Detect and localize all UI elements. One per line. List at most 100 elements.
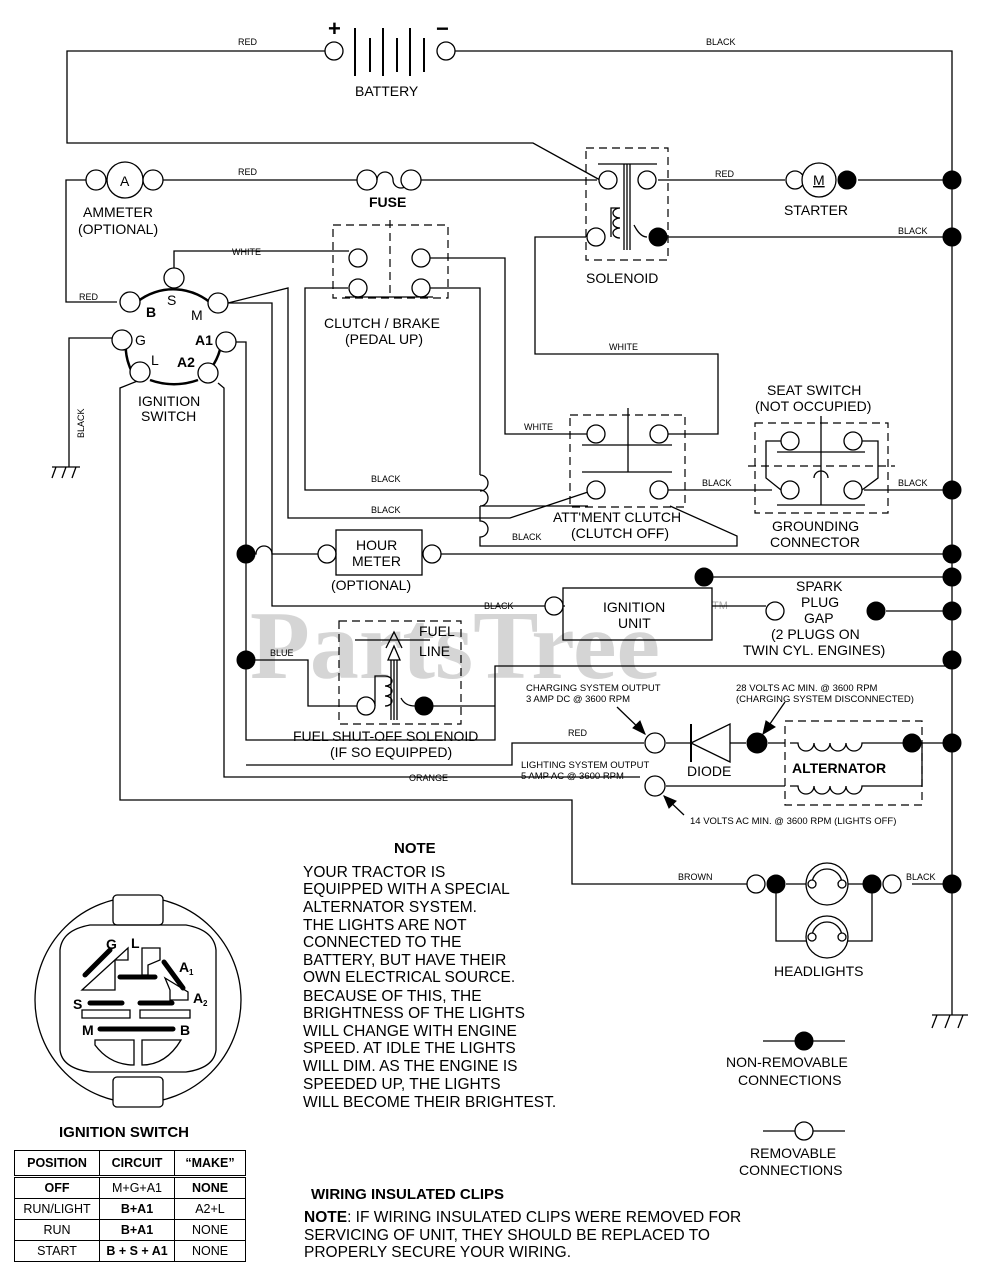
fuel-shutoff-solenoid: FUEL LINE FUEL SHUT-OFF SOLENOID (IF SO …	[293, 620, 478, 760]
note-line: SPEEDED UP, THE LIGHTS	[303, 1076, 501, 1093]
hour-meter-label: HOUR	[356, 537, 397, 553]
ammeter-optional-label: (OPTIONAL)	[78, 221, 158, 237]
cell-make: A2+L	[174, 1198, 246, 1220]
ammeter: A AMMETER (OPTIONAL)	[78, 161, 164, 237]
ignition-unit: IGNITION UNIT	[544, 587, 713, 641]
switch-detail-l: L	[131, 935, 140, 951]
clutch-brake-sublabel: (PEDAL UP)	[345, 331, 423, 347]
fuel-line-label: FUEL	[419, 623, 455, 639]
cell-make: NONE	[174, 1219, 246, 1241]
switch-detail-a2-sub: 2	[203, 999, 208, 1008]
cell-position: START	[14, 1240, 100, 1262]
wire-label: BLUE	[270, 648, 294, 658]
note-line: WILL BECOME THEIR BRIGHTEST.	[303, 1094, 556, 1111]
switch-detail-s: S	[73, 996, 82, 1012]
legend-non-removable-label: NON-REMOVABLE	[726, 1054, 848, 1070]
wire-label: WHITE	[609, 342, 638, 352]
headlights-label: HEADLIGHTS	[774, 963, 863, 979]
wire-label: BLACK	[76, 408, 86, 438]
terminal-s	[163, 267, 185, 289]
note-line: OWN ELECTRICAL SOURCE.	[303, 969, 515, 986]
cell-circuit: M+G+A1	[99, 1176, 175, 1199]
hour-meter-optional-label: (OPTIONAL)	[331, 577, 411, 593]
terminal-m	[207, 292, 229, 314]
wire-label: RED	[238, 167, 258, 177]
legend-non-removable-label-2: CONNECTIONS	[738, 1072, 841, 1088]
wires	[65, 50, 953, 1015]
column-header-position: POSITION	[14, 1150, 100, 1178]
note-title: NOTE	[394, 840, 436, 857]
ammeter-label: AMMETER	[83, 204, 153, 220]
switch-detail-title: IGNITION SWITCH	[59, 1124, 189, 1141]
alternator: ALTERNATOR	[784, 720, 923, 806]
legend: NON-REMOVABLE CONNECTIONS REMOVABLE CONN…	[726, 1031, 848, 1178]
volts-28-note: 28 VOLTS AC MIN. @ 3600 RPM	[736, 683, 878, 694]
solenoid: SOLENOID	[585, 147, 669, 286]
wire-label: WHITE	[232, 247, 261, 257]
clips-note-line-2: SERVICING OF UNIT, THEY SHOULD BE REPLAC…	[304, 1227, 710, 1244]
switch-detail-g: G	[106, 936, 117, 952]
terminal-b	[119, 291, 141, 313]
removable-connection-icon	[794, 1121, 814, 1141]
hour-meter-label-2: METER	[352, 553, 401, 569]
solenoid-label: SOLENOID	[586, 270, 658, 286]
charging-output-note-2: 3 AMP DC @ 3600 RPM	[526, 694, 630, 705]
attachment-clutch-label: ATT'MENT CLUTCH	[553, 509, 681, 525]
terminal-s-label: S	[167, 292, 176, 308]
fuse: FUSE	[356, 169, 422, 210]
wire-label: BLACK	[484, 601, 514, 611]
plus-icon: +	[328, 16, 341, 41]
ignition-switch-table: POSITION CIRCUIT “MAKE” OFF M+G+A1 NONE …	[14, 1150, 246, 1262]
attachment-clutch-switch: ATT'MENT CLUTCH (CLUTCH OFF)	[553, 408, 686, 541]
note-line: EQUIPPED WITH A SPECIAL	[303, 881, 510, 898]
note-line: BECAUSE OF THIS, THE	[303, 988, 482, 1005]
wire-label: BLACK	[371, 505, 401, 515]
wire-label: BLACK	[906, 872, 936, 882]
lighting-output-note: LIGHTING SYSTEM OUTPUT	[521, 760, 649, 771]
starter-label: STARTER	[784, 202, 848, 218]
seat-switch-sublabel: (NOT OCCUPIED)	[755, 398, 871, 414]
spark-plug-note-2: TWIN CYL. ENGINES)	[743, 642, 885, 658]
wire-label: BLACK	[702, 478, 732, 488]
diode-label: DIODE	[687, 763, 731, 779]
spark-plug-label: SPARK	[796, 578, 843, 594]
ammeter-symbol: A	[120, 173, 130, 189]
alternator-label: ALTERNATOR	[792, 760, 886, 776]
lighting-output-terminal	[644, 775, 666, 797]
wire-label: RED	[238, 37, 258, 47]
minus-icon: −	[436, 16, 449, 41]
terminal-a2-label: A2	[177, 354, 195, 370]
column-header-circuit: CIRCUIT	[99, 1150, 175, 1178]
note-line: WILL DIM. AS THE ENGINE IS	[303, 1058, 517, 1075]
ignition-switch-detail: G L A 1 A 2 S M B IGNITION SWITCH	[34, 894, 242, 1141]
terminal-b-label: B	[146, 304, 156, 320]
wire-label: RED	[79, 292, 99, 302]
wire-label: BLACK	[706, 37, 736, 47]
cell-circuit: B+A1	[99, 1198, 175, 1220]
note-line: THE LIGHTS ARE NOT	[303, 917, 467, 934]
switch-detail-m: M	[82, 1022, 94, 1038]
ignition-switch: B S M G A1 L A2 IGNITION SWITCH	[111, 267, 237, 424]
motor-symbol: M	[813, 172, 825, 188]
spark-plug-label-2: PLUG	[801, 594, 839, 610]
wire-label: RED	[568, 728, 588, 738]
grounding-connector-label: GROUNDING	[772, 518, 859, 534]
electrical-annotations: CHARGING SYSTEM OUTPUT 3 AMP DC @ 3600 R…	[521, 683, 914, 827]
table-row: RUN B+A1 NONE	[14, 1219, 246, 1241]
clips-note-line-3: PROPERLY SECURE YOUR WIRING.	[304, 1244, 571, 1261]
battery-negative-terminal	[436, 41, 456, 61]
volts-14-note: 14 VOLTS AC MIN. @ 3600 RPM (LIGHTS OFF)	[690, 816, 896, 827]
switch-detail-a1: A	[179, 959, 189, 975]
cell-position: RUN/LIGHT	[14, 1198, 100, 1220]
note-line: YOUR TRACTOR IS	[303, 864, 445, 881]
wire-label: BLACK	[898, 226, 928, 236]
lighting-output-note-2: 5 AMP AC @ 3600 RPM	[521, 771, 624, 782]
battery-positive-terminal	[324, 41, 344, 61]
battery: + − BATTERY	[324, 16, 456, 99]
spark-plug-note-1: (2 PLUGS ON	[771, 626, 860, 642]
ground-icon	[931, 1014, 968, 1029]
battery-label: BATTERY	[355, 83, 419, 99]
ignition-switch-label: IGNITION	[138, 393, 200, 409]
starter: M STARTER	[784, 162, 857, 218]
